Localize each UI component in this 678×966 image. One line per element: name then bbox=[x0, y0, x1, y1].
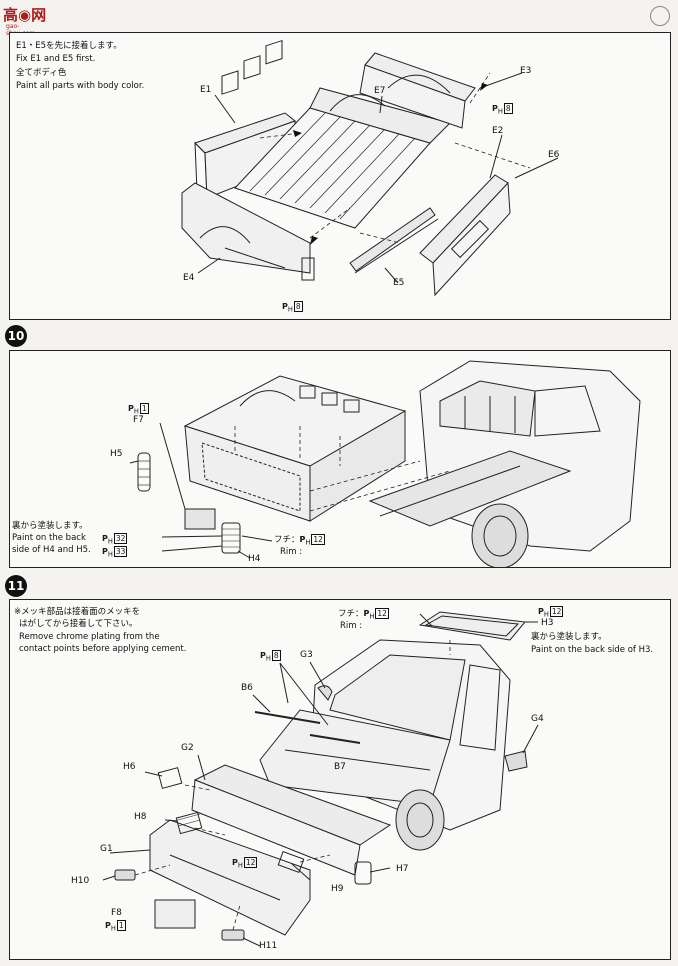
label-h3: H3 bbox=[541, 618, 554, 628]
step-11-note-en2: contact points before applying cement. bbox=[19, 644, 187, 654]
label-b7: B7 bbox=[334, 762, 346, 772]
paint-sub: H bbox=[265, 654, 271, 663]
label-b6: B6 bbox=[241, 683, 253, 693]
label-e2: E2 bbox=[492, 126, 504, 136]
paint-sub: H bbox=[237, 861, 243, 870]
step-11-h3-en: Paint on the back side of H3. bbox=[531, 645, 654, 655]
paint-code-box: 8 bbox=[271, 650, 281, 661]
paint-prefix: P bbox=[363, 609, 370, 618]
paint-prefix: P bbox=[282, 302, 288, 311]
step-9-paint-ja: 全てボディ色 bbox=[16, 68, 67, 78]
label-e7: E7 bbox=[374, 86, 386, 96]
label-h8: H8 bbox=[134, 812, 147, 822]
paint-prefix: P bbox=[102, 534, 108, 543]
paint-code-box: 12 bbox=[375, 608, 389, 619]
label-h5: H5 bbox=[110, 449, 123, 459]
watermark-text: 高◉网 bbox=[3, 6, 47, 24]
label-g4: G4 bbox=[531, 714, 544, 724]
step-11-panel: ※メッキ部品は接着面のメッキを はがしてから接着して下さい。 Remove ch… bbox=[9, 599, 671, 960]
paint-code-box: 8 bbox=[503, 103, 513, 114]
paint-sub: H bbox=[369, 612, 375, 621]
label-h6: H6 bbox=[123, 762, 136, 772]
step-11-drawing bbox=[102, 611, 539, 947]
paint-sub: H bbox=[133, 407, 139, 416]
rim-ja-text: フチ： bbox=[338, 609, 364, 619]
step-9-note-ja: E1・E5を先に接着します。 bbox=[16, 41, 122, 51]
step-10-rim-en: Rim : bbox=[280, 547, 303, 557]
paint-sub: H bbox=[497, 107, 503, 116]
label-g2: G2 bbox=[181, 743, 194, 753]
paint-code-box: 33 bbox=[113, 546, 128, 557]
paint-prefix: P bbox=[105, 921, 111, 930]
paint-code-box: 12 bbox=[311, 534, 325, 545]
label-g1: G1 bbox=[100, 844, 113, 854]
paint-prefix: P bbox=[102, 547, 108, 556]
step-10-note-ja: 裏から塗装します。 bbox=[12, 521, 88, 531]
label-f7: F7 bbox=[133, 415, 144, 425]
paint-code-box: 1 bbox=[139, 403, 149, 414]
paint-prefix: P bbox=[232, 858, 238, 867]
label-e1: E1 bbox=[200, 85, 212, 95]
paint-sub: H bbox=[107, 537, 113, 546]
label-e6: E6 bbox=[548, 150, 560, 160]
paint-prefix: P bbox=[128, 404, 134, 413]
label-e5: E5 bbox=[393, 278, 405, 288]
label-h10: H10 bbox=[71, 876, 90, 886]
step-10-note-en2: side of H4 and H5. bbox=[12, 545, 91, 555]
paint-code-box: 8 bbox=[293, 301, 303, 312]
step-11-note-ja2: はがしてから接着して下さい。 bbox=[19, 619, 138, 629]
step-11-rim-en: Rim : bbox=[340, 621, 363, 631]
step-9-panel: E1・E5を先に接着します。 Fix E1 and E5 first. 全てボデ… bbox=[9, 32, 671, 320]
rim-ja-text: フチ： bbox=[274, 535, 300, 545]
watermark-logo: 高◉网 gao-shou.com bbox=[3, 4, 47, 37]
paint-code-box: 1 bbox=[116, 920, 126, 931]
label-h7: H7 bbox=[396, 864, 409, 874]
label-e3: E3 bbox=[520, 66, 532, 76]
paint-prefix: P bbox=[260, 651, 266, 660]
paint-code-box: 12 bbox=[549, 606, 564, 617]
label-h9: H9 bbox=[331, 884, 344, 894]
step-11-number: 11 bbox=[5, 575, 27, 597]
step-11-note-en1: Remove chrome plating from the bbox=[19, 632, 160, 642]
paint-code-box: 12 bbox=[243, 857, 258, 868]
paint-sub: H bbox=[107, 550, 113, 559]
step-11-note-ja1: ※メッキ部品は接着面のメッキを bbox=[14, 607, 141, 617]
label-e4: E4 bbox=[183, 273, 195, 283]
label-h4: H4 bbox=[248, 554, 261, 564]
label-g3: G3 bbox=[300, 650, 313, 660]
paint-prefix: P bbox=[299, 535, 306, 544]
step-10-drawing bbox=[129, 360, 641, 567]
step-9-drawing bbox=[181, 39, 559, 297]
paint-sub: H bbox=[110, 924, 116, 933]
label-f8: F8 bbox=[111, 908, 122, 918]
paint-prefix: P bbox=[538, 607, 544, 616]
paint-prefix: P bbox=[492, 104, 498, 113]
step-11-h3-ja: 裏から塗装します。 bbox=[531, 632, 607, 642]
paint-code-box: 32 bbox=[113, 533, 128, 544]
label-h11: H11 bbox=[259, 941, 278, 951]
step-10-note-en1: Paint on the back bbox=[12, 533, 86, 543]
paint-sub: H bbox=[305, 538, 311, 547]
paint-sub: H bbox=[287, 305, 293, 314]
step-10-number: 10 bbox=[5, 325, 27, 347]
step-9-note-en: Fix E1 and E5 first. bbox=[16, 54, 96, 64]
paint-sub: H bbox=[543, 610, 549, 619]
page-corner-mark bbox=[650, 6, 670, 26]
step-9-paint-en: Paint all parts with body color. bbox=[16, 81, 145, 91]
